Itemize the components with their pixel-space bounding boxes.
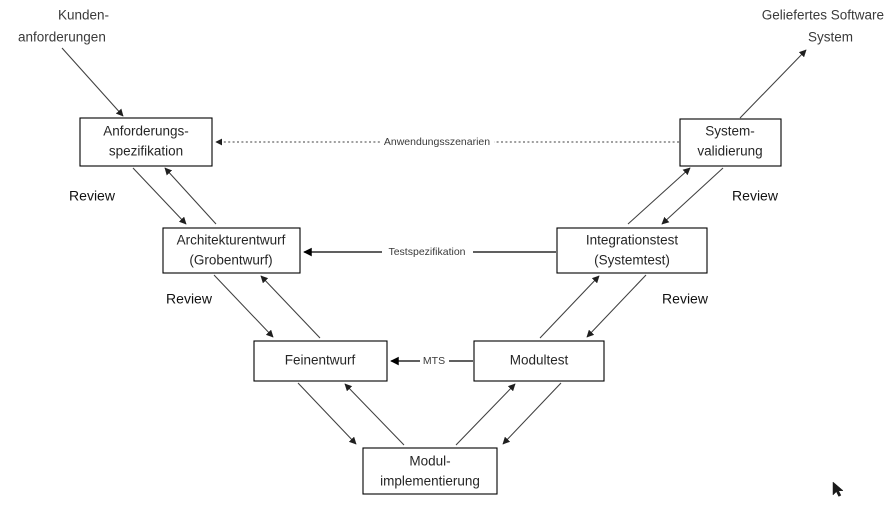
edge-feinentwurf-to-architektur [260,275,321,339]
box-label-line-1: Modultest [510,353,569,368]
cross-link-testspezifikation: Testspezifikation [303,243,556,261]
outer-label-line-1: Kunden- [58,8,109,23]
box-label-line-2: spezifikation [109,144,183,159]
edge-architektur-to-feinentwurf [213,274,274,338]
review-label-left-top: Review [69,188,116,204]
box-architekturentwurf[interactable]: Architekturentwurf (Grobentwurf) [162,227,301,274]
box-integrationstest[interactable]: Integrationstest (Systemtest) [556,227,708,274]
box-modultest[interactable]: Modultest [473,340,605,382]
box-feinentwurf[interactable]: Feinentwurf [253,340,388,382]
outer-label-line-2: System [808,30,853,45]
review-label-left-bottom: Review [166,291,213,307]
label-geliefertes-software-system: Geliefertes Software System [762,8,884,45]
edge-architektur-to-anforderung [164,167,217,225]
cross-link-anwendungsszenarien: Anwendungsszenarien [215,133,679,151]
edge-modulimpl-to-modultest [455,383,516,446]
edge-feinentwurf-to-modulimpl [297,382,357,445]
box-label-line-1: Feinentwurf [285,353,356,368]
edge-label-testspezifikation: Testspezifikation [388,246,465,258]
input-arrow-kundenanforderungen [61,47,124,117]
box-label-line-1: Anforderungs- [103,124,189,139]
box-label-line-1: System- [705,124,755,139]
box-label-line-1: Modul- [409,454,450,469]
box-label-line-2: (Systemtest) [594,253,670,268]
review-label-right-top: Review [732,188,779,204]
box-modulimplementierung[interactable]: Modul- implementierung [362,447,498,495]
box-anforderungsspezifikation[interactable]: Anforderungs- spezifikation [79,117,213,167]
box-systemvalidierung[interactable]: System- validierung [679,118,782,167]
box-label-line-1: Architekturentwurf [177,233,286,248]
outer-label-line-2: anforderungen [18,30,106,45]
edge-modultest-to-integrationstest [539,275,600,339]
edge-label-anwendungsszenarien: Anwendungsszenarien [384,136,490,148]
edge-modultest-to-modulimpl [502,382,562,445]
edge-anforderung-to-architektur [132,167,187,225]
output-arrow-geliefertes-system [739,49,807,119]
edge-label-mts: MTS [423,355,445,367]
edge-modulimpl-to-feinentwurf [344,383,405,446]
box-label-line-2: (Grobentwurf) [189,253,272,268]
review-label-right-bottom: Review [662,291,709,307]
box-label-line-2: validierung [697,144,762,159]
outer-label-line-1: Geliefertes Software [762,8,884,23]
edge-integrationstest-to-modultest [586,274,647,338]
box-label-line-1: Integrationstest [586,233,679,248]
box-label-line-2: implementierung [380,474,480,489]
mouse-pointer-icon [832,481,844,497]
edge-integrationstest-to-systemvalidierung [627,167,691,225]
cross-link-mts: MTS [390,352,473,370]
edge-systemvalidierung-to-integrationstest [661,167,724,225]
label-kundenanforderungen: Kunden- anforderungen [18,8,109,45]
